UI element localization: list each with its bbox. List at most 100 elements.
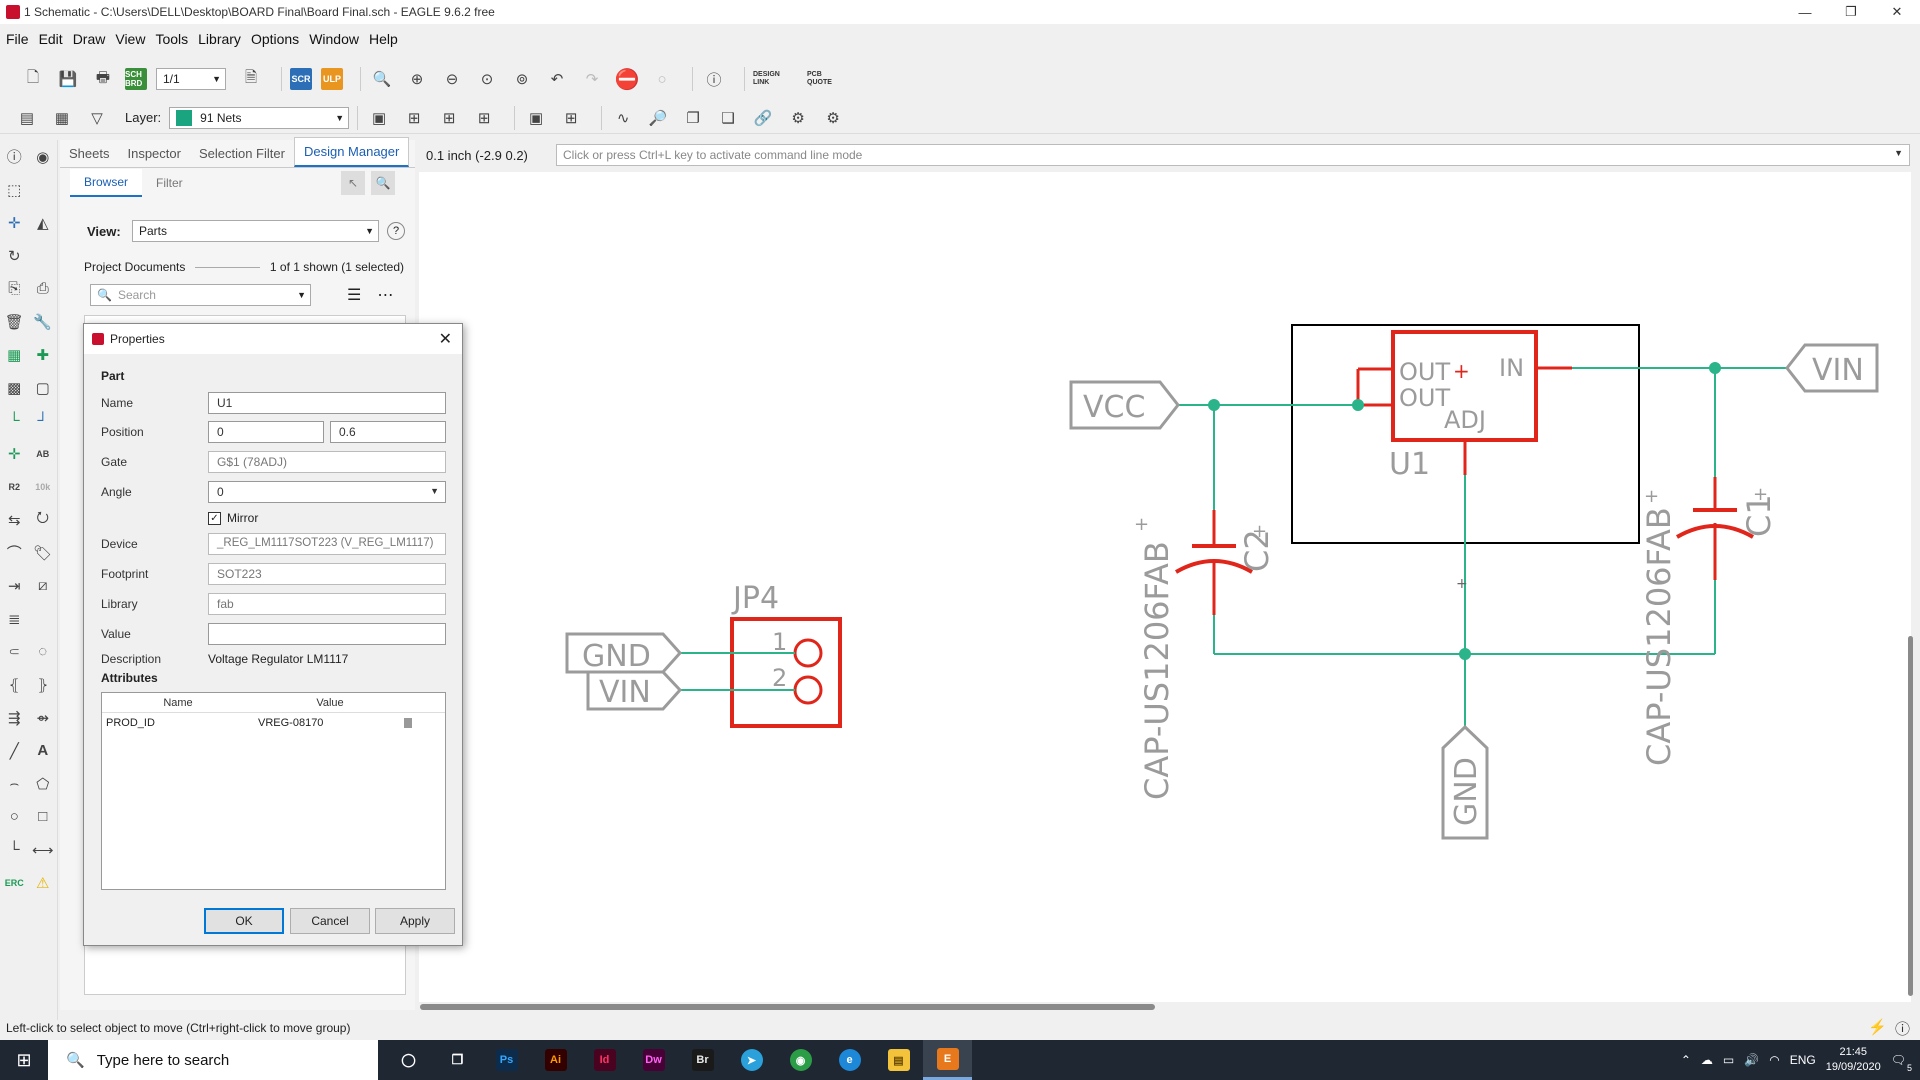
settings-icon[interactable]: ⚙ (791, 109, 805, 127)
show-icon[interactable]: ◉ (36, 148, 50, 166)
value-icon[interactable]: 10k (35, 481, 51, 492)
pin-swap-icon[interactable]: ✚ (36, 346, 50, 364)
volume-icon[interactable]: 🔊 (1744, 1053, 1760, 1067)
menu-help[interactable]: Help (368, 31, 398, 47)
command-line-input[interactable]: Click or press Ctrl+L key to activate co… (556, 144, 1910, 166)
taskbar-search[interactable]: 🔍 Type here to search (48, 1040, 378, 1080)
zoom-icon[interactable]: 🔍 (371, 171, 395, 195)
gnd-jp-net-label[interactable] (565, 632, 683, 674)
mirror-checkbox[interactable]: ✓ (208, 511, 221, 525)
name-field[interactable]: U1 (208, 392, 446, 414)
horizontal-scrollbar[interactable] (420, 1004, 1155, 1010)
pointer-icon[interactable]: ↖ (341, 171, 365, 195)
dashed-circle-icon[interactable]: ◌ (38, 643, 48, 660)
sheet-select[interactable]: 1/1 ▼ (156, 68, 226, 90)
rectangle-icon[interactable]: □ (38, 808, 48, 825)
help-icon[interactable]: ⓘ (706, 71, 722, 89)
menu-file[interactable]: File (6, 31, 29, 47)
script-icon[interactable]: SCR (290, 68, 312, 90)
vin-jp-net-label[interactable] (586, 670, 683, 711)
telegram-icon[interactable]: ➤ (727, 1040, 776, 1080)
menu-view[interactable]: View (115, 31, 146, 47)
onedrive-icon[interactable]: ☁ (1700, 1053, 1713, 1067)
split-icon[interactable]: ⭮ (36, 509, 50, 526)
move-icon[interactable]: ✛ (7, 214, 21, 232)
eagle-taskbar-icon[interactable]: E (923, 1040, 972, 1080)
circle-icon[interactable]: ○ (9, 808, 19, 825)
sch-brd-switch-icon[interactable]: SCH BRD (125, 68, 147, 90)
attr-header-name[interactable]: Name (163, 696, 193, 709)
zoom-out-icon[interactable]: ⊖ (445, 71, 459, 88)
help-icon[interactable]: ? (387, 222, 405, 240)
view-select[interactable]: Parts ▼ (132, 220, 379, 242)
undo-icon[interactable]: ↶ (550, 71, 564, 88)
tab-selection-filter[interactable]: Selection Filter (198, 146, 285, 161)
close-icon[interactable]: ✕ (438, 331, 452, 348)
net-icon[interactable]: └ (8, 412, 20, 429)
copy-icon[interactable]: ❐ (686, 109, 700, 127)
hook-icon[interactable]: ⸦ (6, 643, 22, 661)
pcb-quote-button[interactable]: PCB QUOTE (807, 71, 832, 86)
menu-edit[interactable]: Edit (38, 31, 63, 47)
add-link-icon[interactable]: 🔗 (753, 109, 773, 127)
vcc-net-label[interactable] (1069, 380, 1180, 430)
menu-library[interactable]: Library (198, 31, 241, 47)
wrench-icon[interactable]: 🔧 (33, 313, 53, 331)
miter-icon[interactable]: ⌒ (6, 545, 22, 562)
text-icon[interactable]: A (37, 742, 49, 759)
zoom-select-icon[interactable]: ⊙ (480, 71, 494, 88)
align-icon[interactable]: ≣ (7, 610, 21, 628)
gear-icon[interactable]: ⚙ (826, 109, 840, 127)
slice-icon[interactable]: ⧄ (37, 577, 48, 594)
table-row[interactable]: PROD_ID VREG-08170 (102, 713, 445, 733)
save-icon[interactable]: 💾 (58, 71, 78, 88)
angle-select[interactable]: 0 ▼ (208, 481, 446, 503)
label-icon[interactable]: AB (36, 448, 50, 459)
erc-icon[interactable]: ERC (4, 877, 24, 888)
gate-swap-icon[interactable]: ▢ (35, 379, 50, 397)
display-mode-4-icon[interactable]: ⊞ (477, 109, 491, 127)
tab-design-manager[interactable]: Design Manager (293, 137, 410, 167)
list-view-icon[interactable]: ☰ (347, 287, 362, 304)
schematic-canvas[interactable]: OUT + OUT IN ADJ U1 (419, 172, 1911, 1002)
menu-tools[interactable]: Tools (155, 31, 189, 47)
attr-edit-icon[interactable] (404, 718, 412, 728)
chevron-up-icon[interactable]: ⌃ (1680, 1053, 1691, 1067)
vertical-scrollbar[interactable] (1908, 636, 1913, 996)
menu-window[interactable]: Window (309, 31, 359, 47)
cam-icon[interactable]: 🗎 (244, 68, 258, 86)
redo-icon[interactable]: ↷ (585, 71, 599, 88)
menu-draw[interactable]: Draw (72, 31, 106, 47)
copy-tool-icon[interactable]: ⎘ (8, 280, 21, 297)
search-input[interactable]: 🔍 Search ▼ (90, 284, 311, 306)
subtab-browser[interactable]: Browser (70, 169, 143, 197)
bracket-right-icon[interactable]: ⦄ (37, 676, 49, 694)
clock[interactable]: 21:45 19/09/2020 (1826, 1045, 1881, 1075)
go-icon[interactable]: ○ (657, 70, 667, 88)
notifications-icon[interactable]: 🗨5 (1890, 1053, 1912, 1073)
menu-options[interactable]: Options (250, 31, 300, 47)
rotate-icon[interactable]: ↻ (7, 247, 21, 265)
layer-settings-icon[interactable]: ▤ (19, 109, 35, 127)
wifi-icon[interactable]: ◠ (1769, 1053, 1780, 1067)
grid-icon[interactable]: ▦ (54, 109, 70, 127)
gnd-net-label[interactable] (1441, 724, 1489, 840)
paste-icon[interactable]: ❑ (721, 109, 735, 127)
bracket-left-icon[interactable]: ⦃ (8, 676, 20, 694)
value-field[interactable] (208, 623, 446, 645)
warning-icon[interactable]: ⚠ (36, 874, 50, 892)
error-icon[interactable]: ⓘ (1894, 1020, 1910, 1038)
taskbar-app-illustrator[interactable]: Ai (531, 1040, 580, 1080)
taskbar-app-indesign[interactable]: Id (580, 1040, 629, 1080)
info-icon[interactable]: ⓘ (6, 149, 22, 166)
arrows-in-icon[interactable]: ⇶ (7, 709, 21, 727)
display-mode-5-icon[interactable]: ▣ (529, 109, 544, 127)
mirror-icon[interactable]: ◭ (36, 214, 49, 232)
taskbar-app-photoshop[interactable]: Ps (482, 1040, 531, 1080)
position-x-field[interactable]: 0 (208, 421, 324, 443)
design-link-button[interactable]: DESIGN LINK (753, 71, 780, 86)
cancel-button[interactable]: Cancel (290, 908, 370, 934)
wire-style-icon[interactable]: ∿ (616, 109, 630, 127)
vin-net-label[interactable] (1785, 343, 1879, 393)
new-file-icon[interactable]: 🗋 (26, 68, 40, 86)
